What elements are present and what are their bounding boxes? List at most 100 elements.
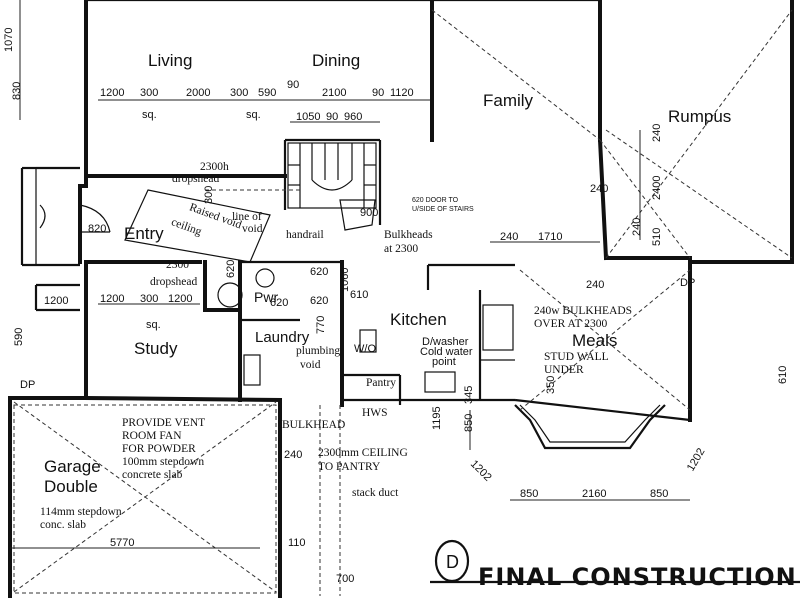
dim-240-a: 240: [651, 124, 663, 142]
note-vent-1: PROVIDE VENT: [122, 417, 205, 429]
dim-510: 510: [651, 228, 663, 246]
sq-label-2: sq.: [246, 109, 261, 121]
note-2300-b: 2300: [166, 259, 189, 271]
dp-label-1: DP: [20, 379, 35, 391]
drawing-title: FINAL CONSTRUCTION DR: [478, 563, 800, 591]
room-living: Living: [148, 51, 192, 70]
room-laundry: Laundry: [255, 329, 310, 346]
dim-610-a: 610: [350, 289, 368, 301]
sq-label-3: sq.: [146, 319, 161, 331]
dim-1120: 1120: [390, 87, 414, 99]
room-study: Study: [134, 339, 178, 358]
note-point: point: [432, 356, 456, 368]
dim-2160: 2160: [582, 488, 606, 500]
dim-1710: 1710: [538, 231, 562, 243]
dim-1195: 1195: [431, 406, 443, 430]
note-bulkheads-2: at 2300: [384, 243, 418, 255]
dim-820: 820: [88, 223, 106, 235]
note-slab-1: 114mm stepdown: [40, 506, 122, 518]
dim-850-c: 850: [463, 414, 475, 432]
note-line-of: line of: [232, 211, 262, 223]
note-vent-4: 100mm stepdown: [122, 456, 204, 468]
dim-1200-study-a: 1200: [100, 293, 124, 305]
room-family: Family: [483, 91, 534, 110]
dim-2400: 2400: [651, 176, 663, 200]
dim-610-b: 610: [777, 366, 789, 384]
note-bulkheads240-2: OVER AT 2300: [534, 318, 608, 330]
dim-345: 345: [463, 386, 475, 404]
note-slab-2: conc. slab: [40, 519, 86, 531]
title-block: [430, 539, 800, 584]
dim-900: 900: [360, 207, 378, 219]
room-pantry: Pantry: [366, 377, 396, 389]
dim-300-study: 300: [140, 293, 158, 305]
note-vent-2: ROOM FAN: [122, 430, 182, 442]
note-bulkheads240-1: 240w BULKHEADS: [534, 305, 632, 317]
dim-1202-b: 1202: [685, 446, 708, 473]
dim-2000: 2000: [186, 87, 210, 99]
note-ceiling2300-1: 2300mm CEILING: [318, 447, 408, 459]
dim-300-top-a: 300: [140, 87, 158, 99]
note-vent-3: FOR POWDER: [122, 443, 196, 455]
note-vent-5: concrete slab: [122, 469, 183, 481]
dim-2100: 2100: [322, 87, 346, 99]
note-dropshead-1: dropshead: [172, 173, 220, 185]
detail-lines: [13, 9, 793, 596]
room-meals: Meals: [572, 331, 617, 350]
note-cold-water: Cold water: [420, 346, 473, 358]
dim-240-f: 240: [284, 449, 302, 461]
dim-590-left: 590: [13, 328, 25, 346]
dim-90-c: 90: [326, 111, 338, 123]
dim-1060: 1060: [339, 268, 351, 292]
dim-350: 350: [545, 376, 557, 394]
dim-620-d: 620: [225, 260, 237, 278]
dim-5770: 5770: [110, 537, 134, 549]
revision-letter: D: [446, 552, 459, 572]
dim-240-d: 240: [631, 218, 643, 236]
dim-110: 110: [288, 537, 306, 549]
room-entry: Entry: [124, 224, 164, 243]
dim-850-a: 850: [520, 488, 538, 500]
dimension-lines: [10, 0, 690, 549]
note-plumbing-2: void: [300, 359, 321, 371]
dim-1200-top: 1200: [100, 87, 124, 99]
note-hws: HWS: [362, 407, 388, 419]
dim-700: 700: [336, 573, 354, 585]
dim-240-e: 240: [586, 279, 604, 291]
dim-960: 960: [344, 111, 362, 123]
dim-1050: 1050: [296, 111, 320, 123]
dim-620-b: 620: [310, 295, 328, 307]
dim-1200-porch: 1200: [44, 295, 68, 307]
dim-590-top: 590: [258, 87, 276, 99]
dim-620-c: 620: [270, 297, 288, 309]
dim-300-entry: 300: [203, 186, 215, 204]
room-garage-line2: Double: [44, 477, 98, 496]
note-stud-wall-2: UNDER: [544, 364, 584, 376]
dim-620-a: 620: [310, 266, 328, 278]
note-stack-duct: stack duct: [352, 487, 399, 499]
sq-label-1: sq.: [142, 109, 157, 121]
note-handrail: handrail: [286, 229, 324, 241]
note-door-2: U/SIDE OF STAIRS: [412, 206, 474, 213]
dim-1202-a: 1202: [468, 458, 494, 484]
dim-90-a: 90: [287, 79, 299, 91]
dim-90-b: 90: [372, 87, 384, 99]
note-stud-wall-1: STUD WALL: [544, 351, 609, 363]
exterior-walls: [8, 0, 794, 598]
dim-1070: 1070: [3, 28, 15, 52]
note-void: void: [242, 223, 263, 235]
room-powder: Pwr: [254, 289, 278, 305]
note-dwasher: D/washer: [422, 336, 469, 348]
dim-770: 770: [315, 316, 327, 334]
dim-850-b: 850: [650, 488, 668, 500]
room-garage-line1: Garage: [44, 457, 101, 476]
note-plumbing-1: plumbing: [296, 345, 340, 357]
note-bulkheads-1: Bulkheads: [384, 229, 433, 241]
note-door-1: 620 DOOR TO: [412, 197, 459, 204]
dp-label-2: DP: [680, 277, 695, 289]
room-dining: Dining: [312, 51, 360, 70]
dim-240-b: 240: [590, 183, 608, 195]
dim-240-c: 240: [500, 231, 518, 243]
note-wo: W/O: [354, 343, 376, 355]
